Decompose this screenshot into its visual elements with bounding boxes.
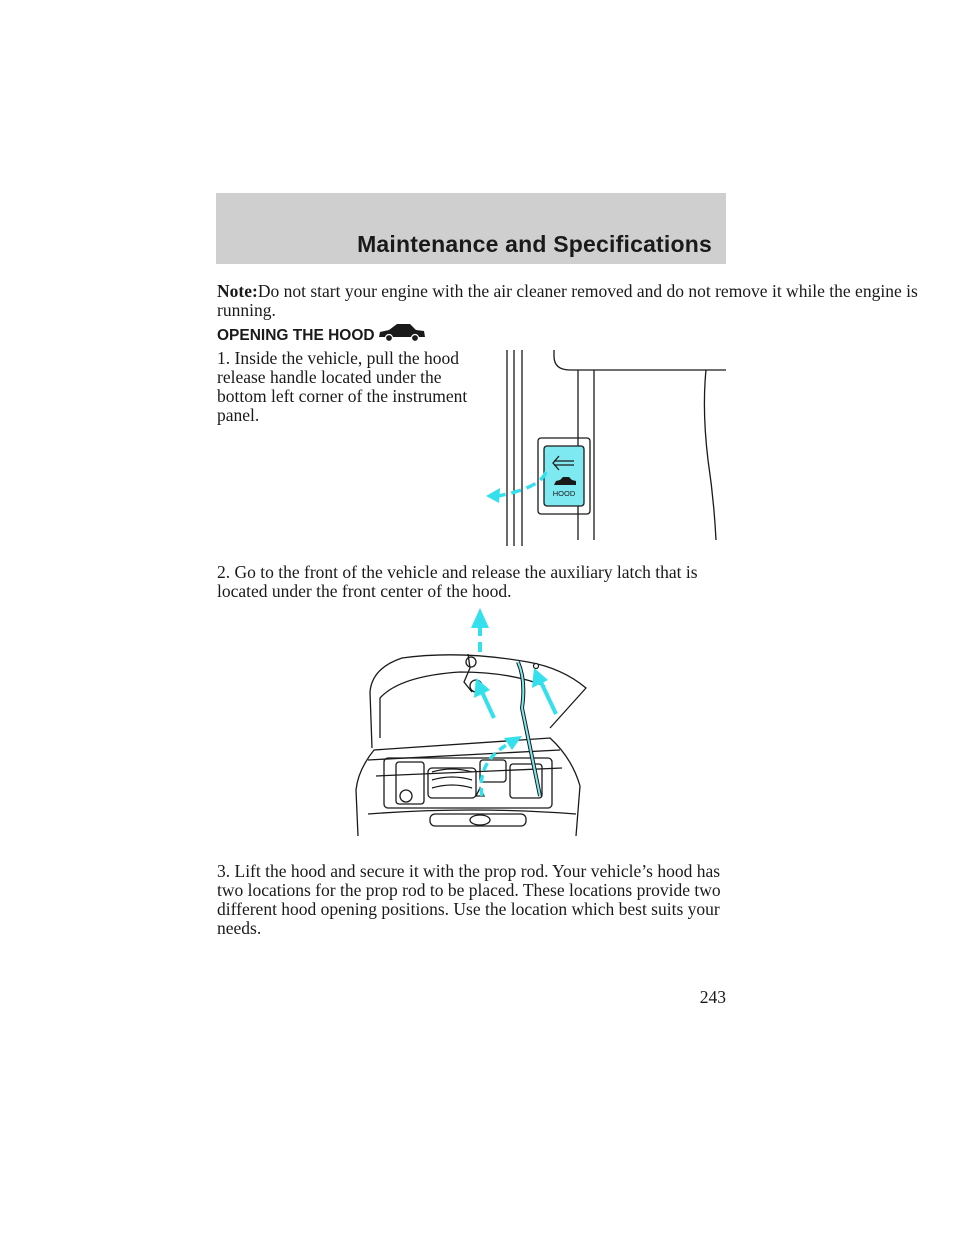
hood-release-label: HOOD xyxy=(553,489,576,498)
step-1-text: 1. Inside the vehicle, pull the hood rel… xyxy=(217,348,468,425)
note-text: Do not start your engine with the air cl… xyxy=(217,281,918,320)
note-label: Note: xyxy=(217,281,258,301)
step-3-text: 3. Lift the hood and secure it with the … xyxy=(217,861,721,938)
pull-direction-arrow xyxy=(497,471,548,498)
note-paragraph: Note:Do not start your engine with the a… xyxy=(217,282,960,320)
car-hood-icon xyxy=(378,324,425,343)
latch-lift-arrow xyxy=(471,608,489,652)
latch-location-arrow xyxy=(474,678,496,719)
hood-release-car-icon xyxy=(554,477,576,485)
hood-release-illustration: HOOD xyxy=(486,350,726,546)
section-heading: OPENING THE HOOD xyxy=(217,324,427,345)
prop-rod-position-arrow xyxy=(532,668,558,715)
page-number: 243 xyxy=(699,987,726,1007)
step-2-text: 2. Go to the front of the vehicle and re… xyxy=(217,562,698,601)
prop-rod-swing-arrow xyxy=(479,736,522,797)
hood-release-arrow-icon xyxy=(552,455,574,471)
section-title: Maintenance and Specifications xyxy=(357,231,712,257)
engine-bay-illustration xyxy=(355,608,587,837)
heading-text: OPENING THE HOOD xyxy=(217,327,375,344)
section-header: Maintenance and Specifications xyxy=(216,193,726,264)
